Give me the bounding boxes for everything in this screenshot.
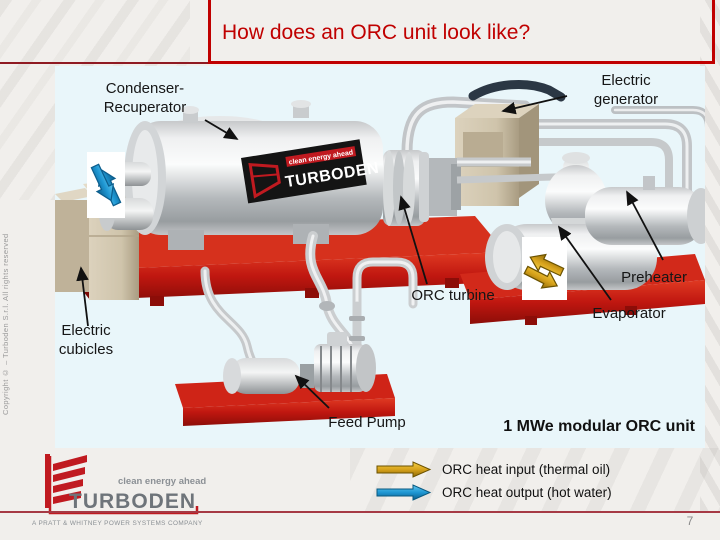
preheater-vessel <box>585 176 705 245</box>
title-bottom-rule-left <box>0 62 208 64</box>
title-band: How does an ORC unit look like? <box>0 0 720 64</box>
footer-logo-tagline: clean energy ahead <box>118 476 206 487</box>
footer-rule <box>0 511 720 513</box>
legend-heat-output-label: ORC heat output (hot water) <box>442 485 612 500</box>
gold-arrow-icon <box>376 461 432 478</box>
pointer-feed-pump <box>294 374 330 409</box>
label-line: ORC turbine <box>411 287 495 304</box>
label-line: Feed Pump <box>328 414 406 431</box>
legend-row-heat-output: ORC heat output (hot water) <box>375 481 675 504</box>
slide-title: How does an ORC unit look like? <box>222 21 531 44</box>
turboden-logo: clean energy ahead TURBODEN A PRATT & WH… <box>32 454 206 527</box>
slide-right-rule <box>712 0 715 64</box>
legend-row-heat-input: ORC heat input (thermal oil) <box>375 458 675 481</box>
turboden-logo-frame <box>48 456 199 515</box>
unit-caption: 1 MWe modular ORC unit <box>503 418 695 435</box>
pointer-generator <box>501 95 568 115</box>
label-line: Electric <box>61 322 111 339</box>
tank-brand-plate: clean energy ahead TURBODEN <box>241 139 380 204</box>
label-electric-cubicles: Electric cubicles <box>27 322 145 360</box>
label-preheater: Preheater <box>603 269 705 288</box>
pointer-cubicles <box>76 266 89 327</box>
turboden-logo-icon <box>45 454 87 508</box>
blue-arrow-icon <box>376 484 432 501</box>
pointer-preheater <box>626 190 664 261</box>
label-line: Electric <box>601 72 651 89</box>
label-line: generator <box>593 90 659 108</box>
legend-heat-input-label: ORC heat input (thermal oil) <box>442 462 611 477</box>
flow-legend: ORC heat input (thermal oil) ORC heat ou… <box>375 458 675 504</box>
feed-pump-assembly <box>175 231 418 426</box>
label-line: Recuperator <box>103 98 187 116</box>
label-orc-turbine: ORC turbine <box>393 287 513 306</box>
label-evaporator: Evaporator <box>573 305 685 324</box>
orc-turbine <box>383 150 586 226</box>
label-line: Condenser- <box>105 80 185 97</box>
label-line: Preheater <box>621 269 687 286</box>
title-bottom-rule <box>208 61 715 64</box>
copyright-vertical-text: Copyright © – Turboden S.r.l. All rights… <box>1 233 10 415</box>
heat-output-arrows-icon <box>87 152 125 218</box>
label-line: cubicles <box>58 340 114 358</box>
heat-input-arrows-icon <box>522 237 567 300</box>
footer-logo-subtitle: A PRATT & WHITNEY POWER SYSTEMS COMPANY <box>32 520 203 527</box>
diagram-area: clean energy ahead TURBODEN <box>55 66 705 448</box>
label-line: Evaporator <box>592 305 666 322</box>
pointer-condenser <box>204 119 239 140</box>
title-left-rule <box>208 0 211 64</box>
orc-unit-illustration: clean energy ahead TURBODEN <box>55 79 705 426</box>
page-number: 7 <box>686 514 694 528</box>
condenser-recuperator-vessel: clean energy ahead TURBODEN <box>99 100 383 250</box>
label-condenser-recuperator: Condenser- Recuperator <box>65 80 225 118</box>
label-feed-pump: Feed Pump <box>311 414 423 433</box>
footer-logo-brand: TURBODEN <box>69 490 196 513</box>
label-electric-generator: Electric generator <box>561 72 691 110</box>
pointer-turbine <box>398 195 428 285</box>
label-pointer-arrows <box>76 95 664 409</box>
pointer-evaporator <box>557 225 612 301</box>
rear-piping <box>401 96 705 251</box>
